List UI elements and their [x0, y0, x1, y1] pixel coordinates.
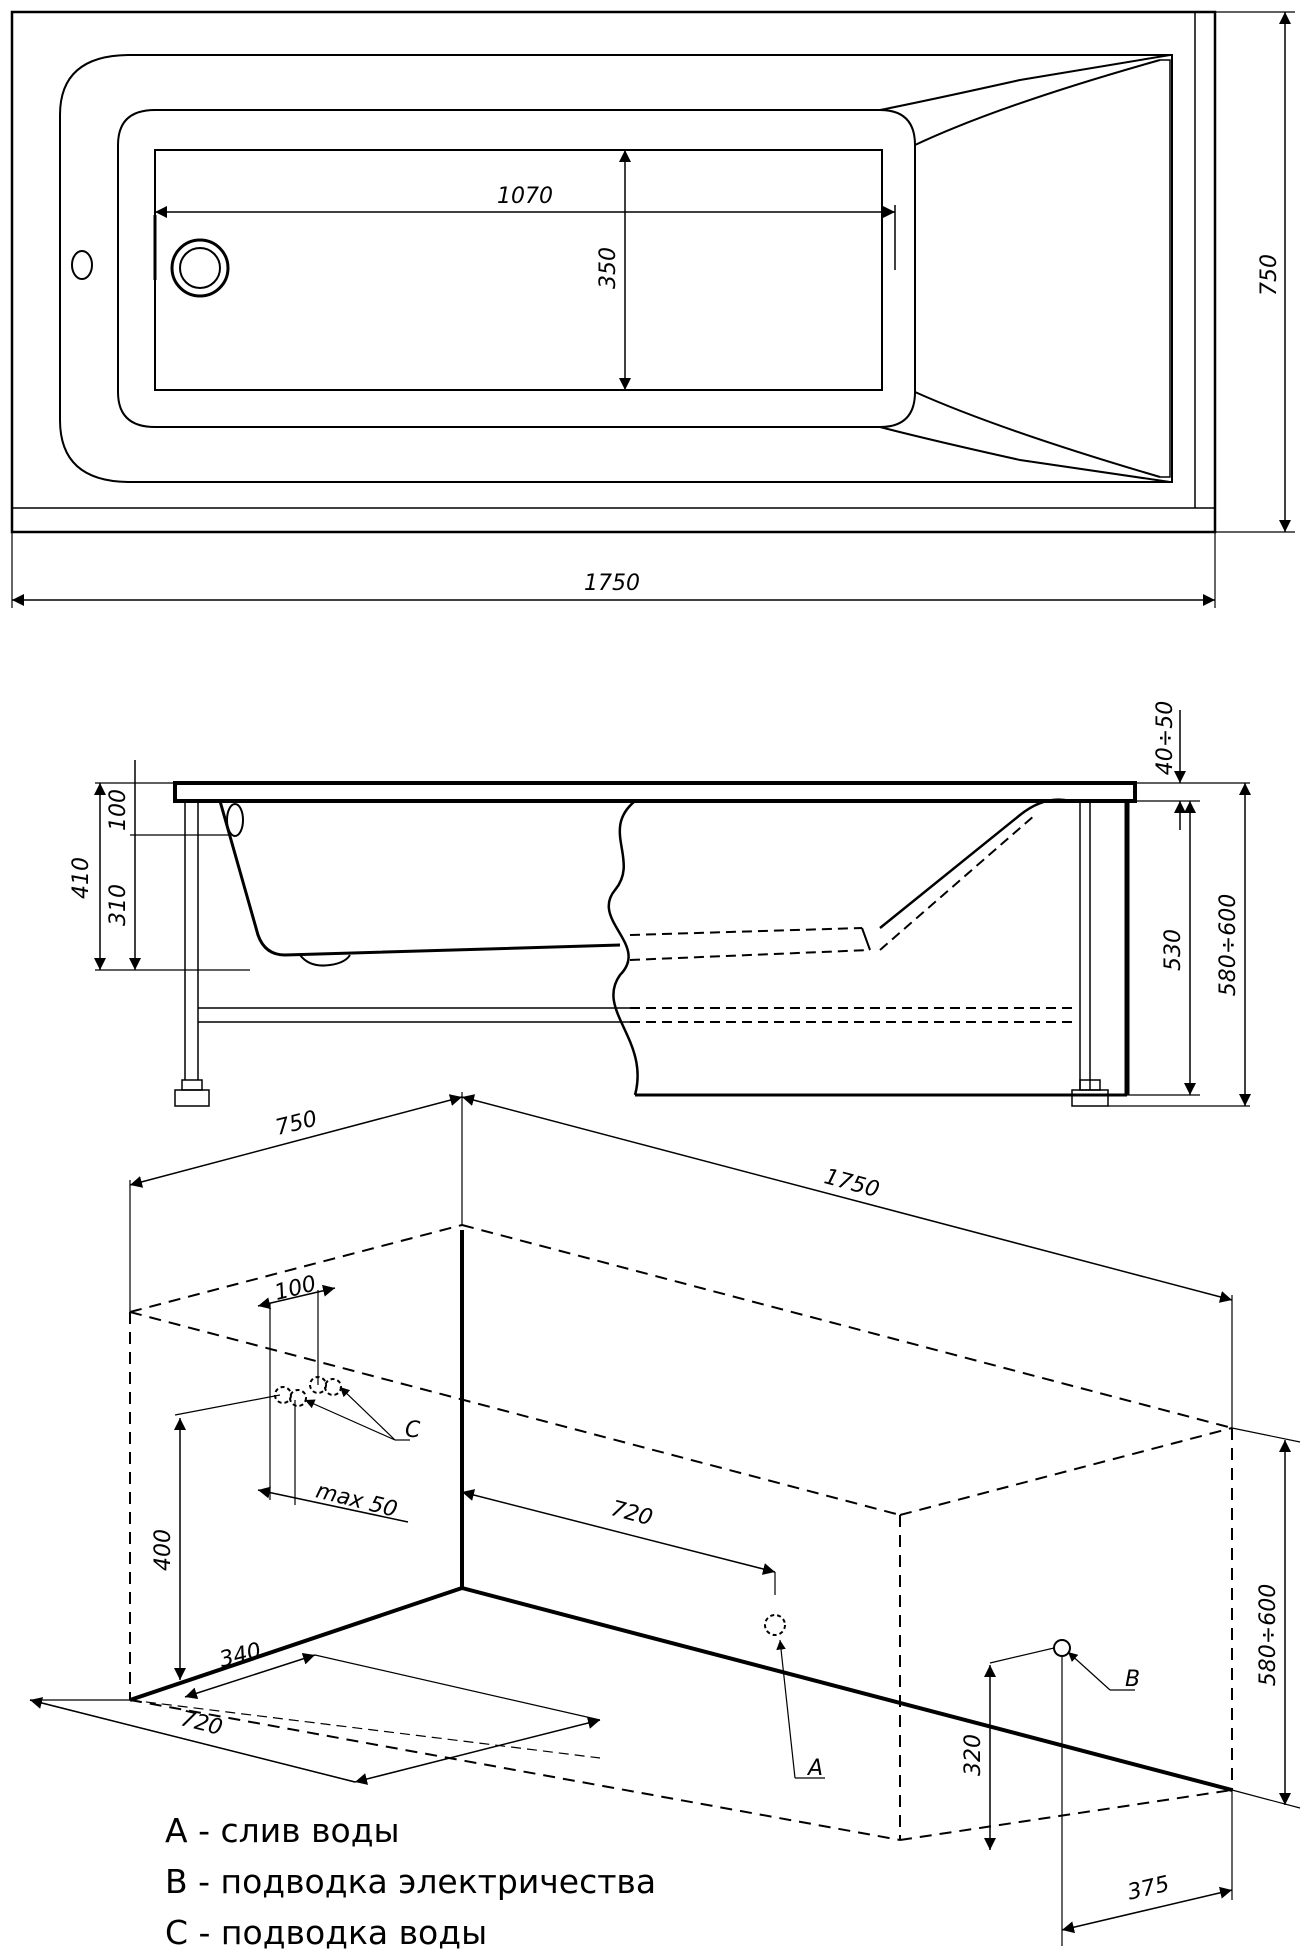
iso-dim-water-height: 400 [151, 1529, 176, 1571]
legend-item-c: C - подводка воды [165, 1913, 487, 1952]
dim-depth-lower: 310 [106, 884, 131, 926]
iso-dim-floor-b: 720 [178, 1706, 225, 1740]
iso-dim-pipe-spacing: 100 [272, 1271, 319, 1305]
iso-dim-drain-offset: 720 [608, 1496, 655, 1531]
top-view: 1070 350 1750 750 [10, 10, 1295, 608]
tub-outline [10, 10, 1217, 534]
legend-item-b: B - подводка электричества [165, 1862, 656, 1901]
iso-dim-pipe-offset: max 50 [313, 1479, 400, 1523]
dim-depth-upper: 100 [106, 789, 131, 831]
dim-inner-length: 1070 [497, 184, 553, 209]
iso-dim-power-height: 320 [961, 1734, 986, 1776]
overflow-icon [71, 250, 93, 280]
label-a: A [806, 1756, 823, 1781]
side-rim [173, 781, 1137, 803]
iso-dim-width: 750 [273, 1106, 320, 1140]
dim-total-height: 580÷600 [1216, 894, 1241, 996]
dim-panel-height: 530 [1161, 929, 1186, 971]
iso-dim-power-offset: 375 [1125, 1872, 1172, 1906]
rim-outline [59, 54, 1173, 483]
label-c: C [405, 1418, 421, 1443]
iso-dim-floor-a: 340 [217, 1638, 264, 1672]
basin-outline [117, 109, 916, 428]
power-outlet-icon [1053, 1639, 1071, 1657]
iso-dim-height: 580÷600 [1256, 1584, 1281, 1686]
drain-icon [170, 238, 230, 298]
dim-depth-total: 410 [69, 857, 94, 899]
iso-dim-length: 1750 [821, 1164, 882, 1203]
label-b: B [1125, 1667, 1140, 1692]
break-line [607, 800, 639, 1096]
legend-item-a: A - слив воды [165, 1811, 400, 1850]
drain-outlet-icon [764, 1614, 786, 1636]
dim-length: 1750 [584, 571, 640, 596]
dim-inner-width: 350 [596, 247, 621, 289]
iso-view: 750 1750 580÷600 100 max 50 C 400 720 [29, 1092, 1301, 1946]
side-view: 410 100 310 40÷50 530 580÷600 [69, 701, 1251, 1107]
dim-width: 750 [1257, 254, 1282, 296]
legend: A - слив воды B - подводка электричества… [165, 1811, 656, 1952]
dim-rim: 40÷50 [1153, 701, 1178, 775]
